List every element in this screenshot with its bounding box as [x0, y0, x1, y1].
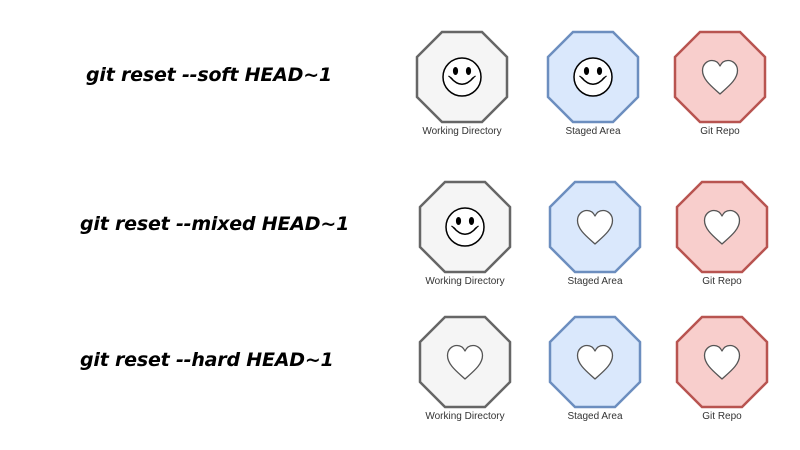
reset-row-hard: git reset --hard HEAD~1 Working Director… — [0, 315, 800, 435]
octagon-shape — [546, 30, 640, 124]
smiley-icon — [573, 57, 613, 97]
stage-label: Git Repo — [700, 126, 740, 137]
octagon-shape — [415, 30, 509, 124]
stage-git-repo: Git Repo — [657, 315, 787, 425]
heart-icon — [576, 344, 614, 380]
stage-working-directory: Working Directory — [400, 315, 530, 425]
heart-icon — [703, 209, 741, 245]
stage-staged-area: Staged Area — [530, 180, 660, 290]
command-label: git reset --soft HEAD~1 — [86, 64, 332, 86]
octagon-shape — [548, 180, 642, 274]
stage-label: Staged Area — [567, 411, 623, 422]
stage-git-repo: Git Repo — [655, 30, 785, 140]
command-label: git reset --mixed HEAD~1 — [80, 213, 350, 235]
stage-working-directory: Working Directory — [400, 180, 530, 290]
stage-staged-area: Staged Area — [530, 315, 660, 425]
reset-row-mixed: git reset --mixed HEAD~1 Working Directo… — [0, 180, 800, 300]
stage-label: Working Directory — [422, 126, 502, 137]
stage-git-repo: Git Repo — [657, 180, 787, 290]
reset-row-soft: git reset --soft HEAD~1 Working Director… — [0, 30, 800, 150]
stage-staged-area: Staged Area — [528, 30, 658, 140]
heart-icon — [576, 209, 614, 245]
octagon-shape — [675, 315, 769, 409]
octagon-shape — [418, 315, 512, 409]
stage-label: Git Repo — [702, 411, 742, 422]
stage-label: Staged Area — [567, 276, 623, 287]
heart-icon — [701, 59, 739, 95]
stage-label: Working Directory — [425, 276, 505, 287]
smiley-icon — [445, 207, 485, 247]
heart-icon — [703, 344, 741, 380]
stage-label: Staged Area — [565, 126, 621, 137]
smiley-icon — [442, 57, 482, 97]
stage-working-directory: Working Directory — [397, 30, 527, 140]
heart-icon — [446, 344, 484, 380]
octagon-shape — [418, 180, 512, 274]
octagon-shape — [548, 315, 642, 409]
command-label: git reset --hard HEAD~1 — [80, 349, 334, 371]
stage-label: Git Repo — [702, 276, 742, 287]
stage-label: Working Directory — [425, 411, 505, 422]
octagon-shape — [675, 180, 769, 274]
octagon-shape — [673, 30, 767, 124]
